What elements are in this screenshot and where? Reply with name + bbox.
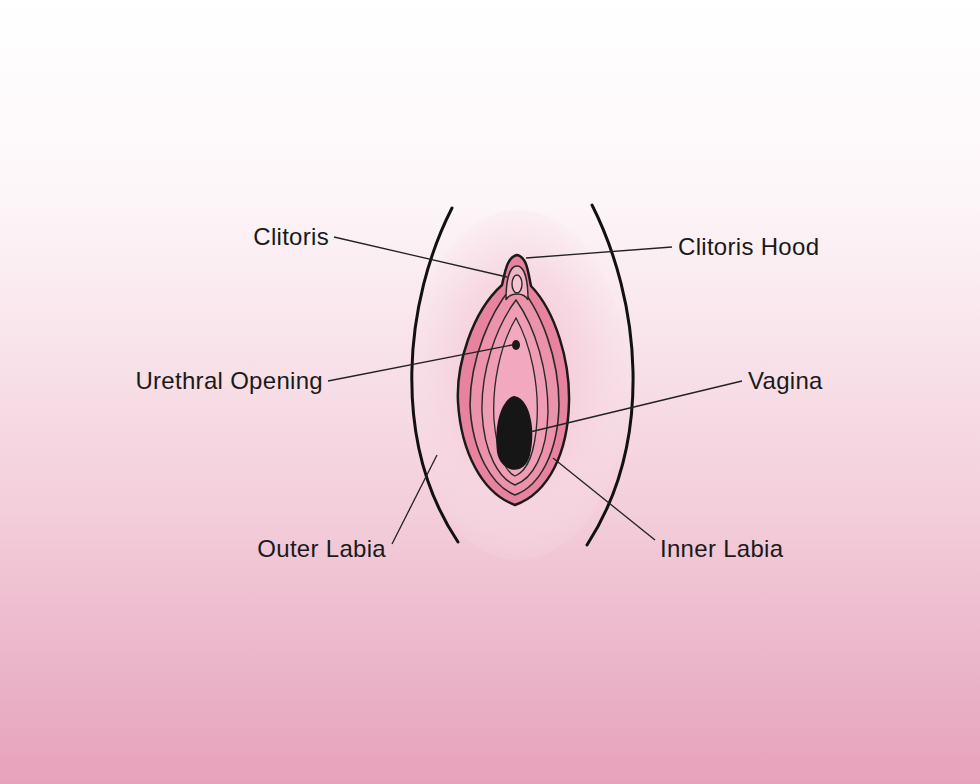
leader-line [334, 237, 507, 277]
leader-line [553, 458, 655, 540]
inner-labia [482, 300, 548, 485]
inner-labia [470, 282, 559, 495]
clitoris-hood [506, 266, 528, 300]
vaginal-opening [496, 396, 532, 470]
thigh-line [587, 205, 633, 545]
part-label: Urethral Opening [135, 367, 323, 395]
leader-lines [328, 237, 742, 544]
clitoris [512, 275, 522, 293]
part-label: Inner Labia [660, 535, 783, 563]
part-label: Outer Labia [257, 535, 386, 563]
leader-line [392, 455, 437, 544]
skin-shade [408, 210, 628, 560]
vestibule [494, 318, 538, 476]
leader-line [526, 247, 672, 258]
labia-outline [458, 255, 569, 505]
urethral-opening [512, 340, 520, 350]
leader-line [530, 381, 742, 432]
part-label: Clitoris Hood [678, 233, 819, 261]
part-label: Vagina [748, 367, 823, 395]
leader-line [328, 345, 512, 381]
part-label: Clitoris [253, 223, 329, 251]
